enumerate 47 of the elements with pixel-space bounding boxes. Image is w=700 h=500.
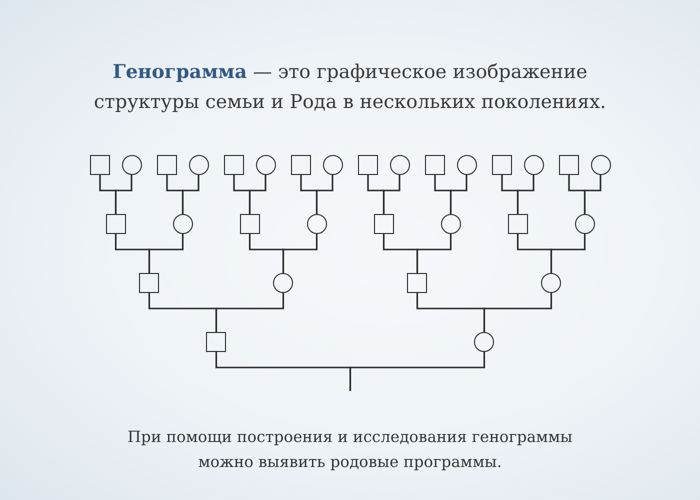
square-symbol bbox=[492, 155, 512, 175]
square-symbol bbox=[508, 214, 528, 234]
circle-symbol bbox=[456, 155, 476, 175]
square-symbol bbox=[291, 155, 311, 175]
circle-symbol bbox=[273, 273, 294, 293]
circle-symbol bbox=[590, 155, 610, 175]
square-symbol bbox=[358, 155, 378, 175]
connector-line bbox=[215, 293, 284, 332]
title-text: Генограмма — это графическое изображение структуры семьи и Рода в нескольких поколениях. bbox=[92, 60, 608, 115]
connector-line bbox=[349, 352, 486, 391]
connector-line bbox=[148, 234, 184, 273]
circle-symbol bbox=[390, 155, 410, 175]
square-symbol bbox=[139, 273, 160, 293]
connector-line bbox=[316, 175, 334, 214]
connector-line bbox=[114, 175, 132, 214]
square-symbol bbox=[90, 155, 110, 175]
connector-line bbox=[416, 234, 452, 273]
circle-symbol bbox=[474, 332, 494, 352]
square-symbol bbox=[240, 214, 260, 234]
square-symbol bbox=[374, 214, 394, 234]
connector-line bbox=[382, 175, 400, 214]
square-symbol bbox=[407, 273, 428, 293]
circle-symbol bbox=[440, 214, 461, 234]
square-symbol bbox=[224, 155, 244, 175]
circle-symbol bbox=[256, 155, 276, 175]
connector-line bbox=[450, 175, 468, 214]
circle-symbol bbox=[541, 273, 562, 293]
circle-symbol bbox=[322, 155, 342, 175]
square-symbol bbox=[206, 332, 226, 352]
circle-symbol bbox=[188, 155, 208, 175]
square-symbol bbox=[559, 155, 579, 175]
connector-line bbox=[584, 175, 602, 214]
square-symbol bbox=[425, 155, 445, 175]
connector-line bbox=[182, 175, 200, 214]
circle-symbol bbox=[524, 155, 544, 175]
connector-line bbox=[516, 175, 534, 214]
connector-line bbox=[248, 175, 266, 214]
square-symbol bbox=[106, 214, 126, 234]
square-symbol bbox=[157, 155, 177, 175]
connector-line bbox=[282, 234, 318, 273]
circle-symbol bbox=[574, 214, 595, 234]
connector-line bbox=[483, 293, 552, 332]
caption-text: При помощи построения и исследования генограммы можно выявить родовые программы. bbox=[126, 427, 574, 473]
circle-symbol bbox=[122, 155, 142, 175]
circle-symbol bbox=[172, 214, 193, 234]
circle-symbol bbox=[306, 214, 327, 234]
connector-line bbox=[550, 234, 586, 273]
